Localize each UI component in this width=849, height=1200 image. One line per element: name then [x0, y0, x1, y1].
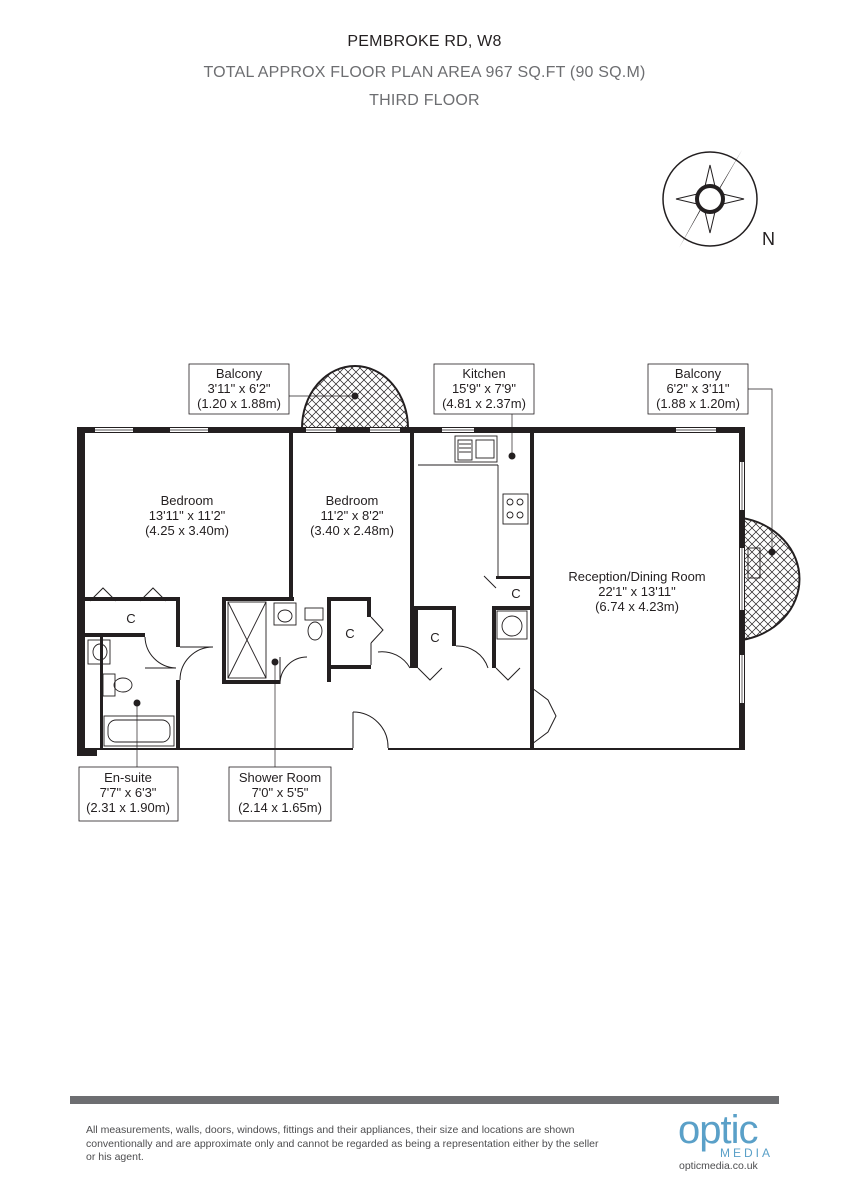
cupboard-label: C [126, 611, 135, 626]
svg-text:Kitchen: Kitchen [462, 366, 505, 381]
floor-name: THIRD FLOOR [369, 92, 480, 109]
svg-text:(1.88 x 1.20m): (1.88 x 1.20m) [656, 396, 740, 411]
internal-walls [85, 430, 534, 750]
disclaimer-text: All measurements, walls, doors, windows,… [86, 1124, 599, 1163]
cupboard-label: C [345, 626, 354, 641]
svg-text:6'2" x 3'11": 6'2" x 3'11" [666, 381, 729, 396]
logo-url: opticmedia.co.uk [679, 1160, 758, 1172]
callout-shower-room: Shower Room 7'0" x 5'5" (2.14 x 1.65m) [228, 658, 332, 822]
callout-balcony-right: Balcony 6'2" x 3'11" (1.88 x 1.20m) [647, 363, 776, 556]
logo-wordmark: optic [678, 1108, 758, 1152]
svg-text:Bedroom: Bedroom [161, 493, 214, 508]
svg-text:7'0" x 5'5": 7'0" x 5'5" [252, 785, 309, 800]
fixtures [87, 435, 761, 747]
callout-ensuite: En-suite 7'7" x 6'3" (2.31 x 1.90m) [78, 699, 179, 822]
footer-divider [70, 1096, 779, 1104]
cupboard-label: C [430, 630, 439, 645]
svg-text:(3.40 x 2.48m): (3.40 x 2.48m) [310, 523, 394, 538]
svg-text:(4.81 x 2.37m): (4.81 x 2.37m) [442, 396, 526, 411]
doors [89, 575, 557, 749]
property-title: PEMBROKE RD, W8 [347, 33, 502, 50]
label-reception: Reception/Dining Room 22'1" x 13'11" (6.… [568, 569, 705, 614]
callout-kitchen: Kitchen 15'9" x 7'9" (4.81 x 2.37m) [433, 363, 535, 460]
balcony-right-area [741, 516, 801, 642]
windows [95, 428, 744, 703]
svg-text:(1.20 x 1.88m): (1.20 x 1.88m) [197, 396, 281, 411]
svg-text:Balcony: Balcony [216, 366, 263, 381]
svg-text:Reception/Dining Room: Reception/Dining Room [568, 569, 705, 584]
svg-text:(2.14 x 1.65m): (2.14 x 1.65m) [238, 800, 322, 815]
svg-text:(2.31 x 1.90m): (2.31 x 1.90m) [86, 800, 170, 815]
svg-text:22'1" x 13'11": 22'1" x 13'11" [598, 584, 676, 599]
svg-text:7'7" x 6'3": 7'7" x 6'3" [100, 785, 157, 800]
svg-text:(6.74 x 4.23m): (6.74 x 4.23m) [595, 599, 679, 614]
optic-media-logo: optic MEDIA opticmedia.co.uk [668, 1106, 788, 1176]
callout-balcony-left: Balcony 3'11" x 6'2" (1.20 x 1.88m) [188, 363, 359, 415]
svg-text:En-suite: En-suite [104, 770, 152, 785]
svg-text:3'11" x 6'2": 3'11" x 6'2" [207, 381, 270, 396]
svg-text:Balcony: Balcony [675, 366, 722, 381]
svg-text:Shower Room: Shower Room [239, 770, 321, 785]
svg-text:13'11" x 11'2": 13'11" x 11'2" [149, 508, 226, 523]
logo-media-text: MEDIA [720, 1146, 774, 1160]
svg-text:11'2" x 8'2": 11'2" x 8'2" [320, 508, 383, 523]
svg-text:Bedroom: Bedroom [326, 493, 379, 508]
svg-text:(4.25 x 3.40m): (4.25 x 3.40m) [145, 523, 229, 538]
svg-text:15'9" x 7'9": 15'9" x 7'9" [452, 381, 516, 396]
compass-icon: N [660, 150, 775, 249]
cupboard-label: C [511, 586, 520, 601]
compass-north-label: N [762, 229, 775, 249]
label-bedroom-1: Bedroom 13'11" x 11'2" (4.25 x 3.40m) [145, 493, 229, 538]
floor-area: TOTAL APPROX FLOOR PLAN AREA 967 SQ.FT (… [203, 64, 646, 81]
label-bedroom-2: Bedroom 11'2" x 8'2" (3.40 x 2.48m) [310, 493, 394, 538]
